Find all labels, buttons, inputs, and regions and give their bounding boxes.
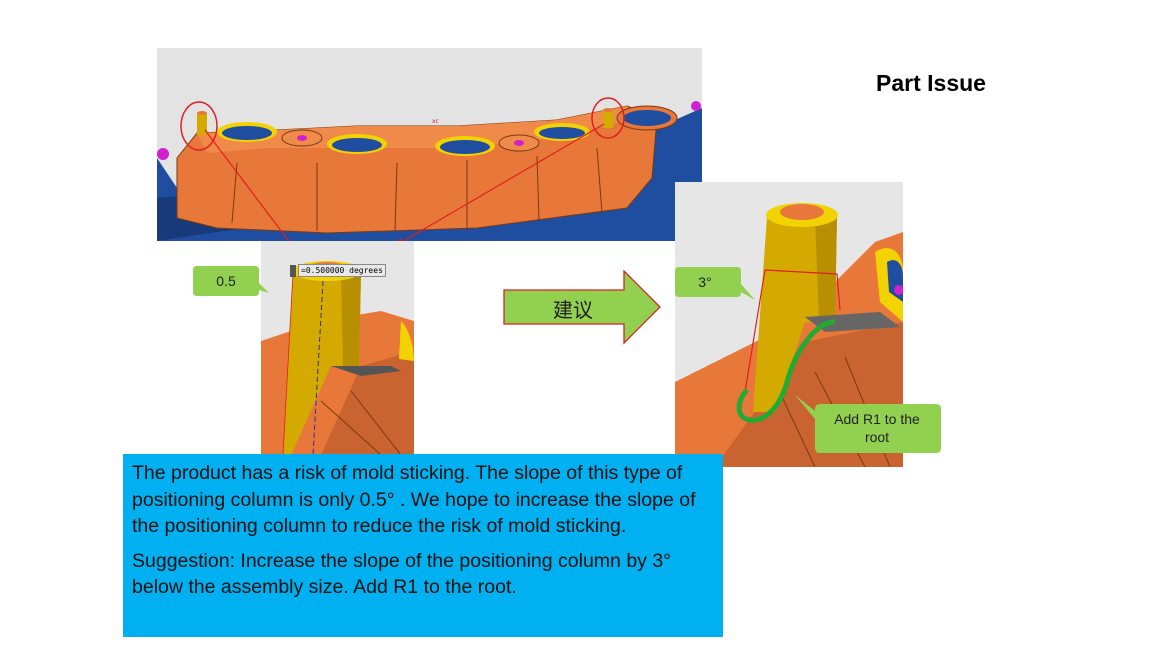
svg-text:xc: xc [432,118,439,125]
suggestion-arrow [503,270,661,345]
issue-description-paragraph: The product has a risk of mold sticking.… [132,462,696,537]
suggestion-paragraph: Suggestion: Increase the slope of the po… [132,549,671,599]
page-title: Part Issue [876,70,986,96]
callout-root-shape [795,395,941,453]
callout-proposed-value: 3° [698,273,712,290]
callout-current-shape [193,266,269,296]
issue-description: The product has a risk of mold sticking.… [123,454,723,637]
measure-handle-icon [290,265,296,277]
current-detail-image: =0.500000 degrees [261,241,414,455]
overview-image: xc [157,48,702,241]
angle-readout: =0.500000 degrees [298,264,386,277]
suggestion-arrow-label: 建议 [553,298,593,322]
callout-current-value: 0.5 [216,273,236,289]
callout-root-note: Add R1 to the root [834,411,920,445]
overview-render: xc [157,48,702,241]
callout-proposed-shape [675,267,755,300]
